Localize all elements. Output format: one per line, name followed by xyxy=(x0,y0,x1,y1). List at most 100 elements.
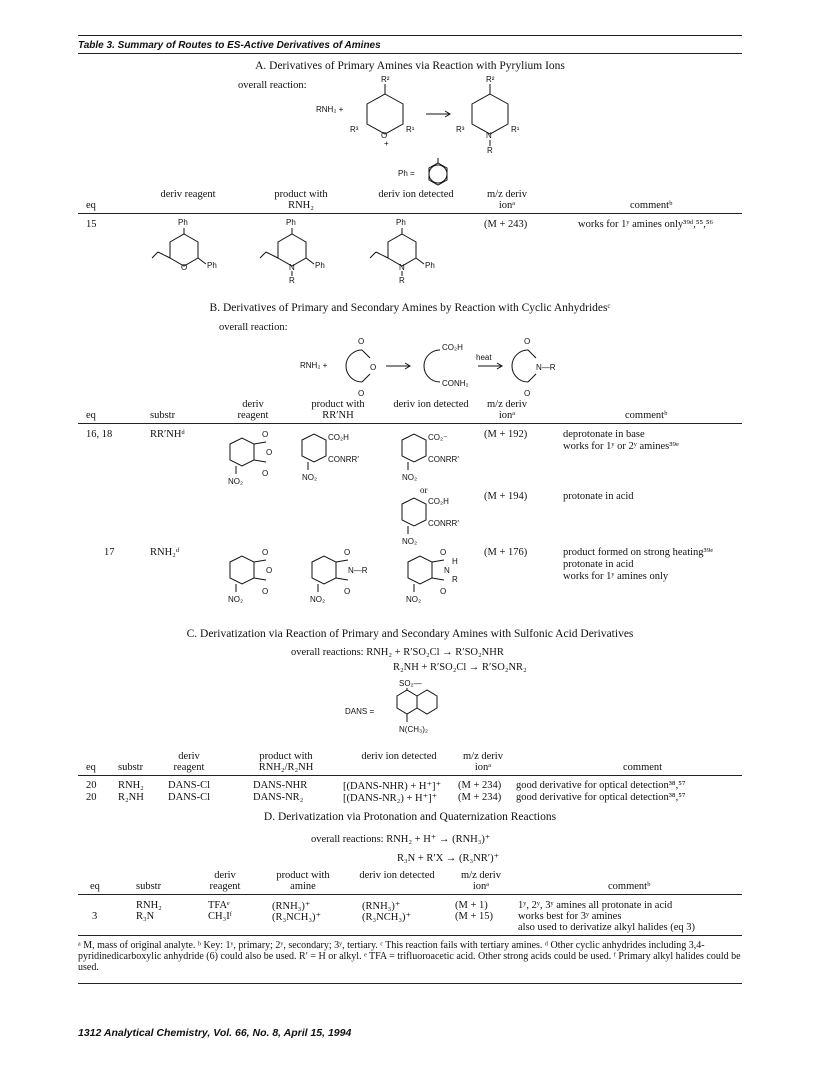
svg-text:RNH₂ +: RNH₂ + xyxy=(316,105,344,114)
caption-rule xyxy=(78,53,742,54)
a-header-mz: m/z deriv ionᵃ xyxy=(487,189,527,211)
svg-text:Ph: Ph xyxy=(396,218,406,227)
svg-text:N: N xyxy=(289,263,295,272)
svg-text:R²: R² xyxy=(381,75,390,84)
svg-text:O: O xyxy=(266,448,272,457)
svg-text:N—R: N—R xyxy=(348,566,368,575)
b-row1-substr: RR′NHᵈ xyxy=(150,429,185,440)
bottom-rule xyxy=(78,983,742,984)
b-header-comment: commentᵇ xyxy=(625,410,668,421)
c-header-comment: comment xyxy=(623,762,663,773)
svg-text:R: R xyxy=(289,276,295,285)
svg-text:+: + xyxy=(384,139,389,148)
b-row1-comment2: works for 1ʸ or 2ʸ amines³⁹ᵉ xyxy=(563,441,679,452)
svg-text:NO₂: NO₂ xyxy=(406,595,421,604)
a-reagent-structure: Ph O Ph xyxy=(150,218,230,279)
svg-text:Ph: Ph xyxy=(315,261,325,270)
d-header-mz: m/z deriv ionᵃ xyxy=(461,870,501,892)
svg-text:R³: R³ xyxy=(456,125,465,134)
a-row-eq: 15 xyxy=(86,219,97,230)
d-header-comment: commentᵇ xyxy=(608,881,651,892)
svg-text:Ph: Ph xyxy=(207,261,217,270)
a-header-rule xyxy=(78,213,742,214)
svg-text:DANS =: DANS = xyxy=(345,707,374,716)
svg-text:O: O xyxy=(358,389,364,398)
d-header-eq: eq xyxy=(90,881,100,892)
d-row1-comment: 1ʸ, 2ʸ, 3ʸ amines all protonate in acid xyxy=(518,900,673,911)
svg-text:H: H xyxy=(452,557,458,566)
b-row2-mz: (M + 176) xyxy=(484,547,528,558)
svg-text:O: O xyxy=(358,337,364,346)
c-row1-product: DANS-NHR xyxy=(253,780,308,791)
c-row2-eq: 20 xyxy=(86,792,97,803)
dans-definition: DANS = SO₂— N(CH₃)₂ xyxy=(345,676,455,753)
b-header-substr: substr xyxy=(150,410,176,421)
d-header-rule xyxy=(78,894,742,895)
section-b-title: B. Derivatives of Primary and Secondary … xyxy=(209,302,611,314)
c-row1-comment: good derivative for optical detection³⁸,… xyxy=(516,780,686,791)
b-row2-eq: 17 xyxy=(104,547,115,558)
c-header-eq: eq xyxy=(86,762,96,773)
b-header-mz: m/z deriv ionᵃ xyxy=(487,399,527,421)
b-header-rule xyxy=(78,423,742,424)
svg-text:Ph: Ph xyxy=(286,218,296,227)
svg-text:N: N xyxy=(486,131,492,140)
svg-text:O: O xyxy=(440,548,446,557)
svg-text:NO₂: NO₂ xyxy=(302,473,317,482)
svg-text:O: O xyxy=(266,566,272,575)
c-row1-eq: 20 xyxy=(86,780,97,791)
svg-text:R: R xyxy=(399,276,405,285)
b-header-ion: deriv ion detected xyxy=(393,399,469,410)
d-row1-ion: (RNH₃)⁺ xyxy=(362,901,401,912)
svg-text:NO₂: NO₂ xyxy=(310,595,325,604)
a-row-comment: works for 1ʸ amines only³⁹ᵈ,⁵⁵,⁵⁶ xyxy=(578,219,714,230)
svg-text:R²: R² xyxy=(486,75,495,84)
section-b-overall-label: overall reaction: xyxy=(219,322,288,333)
svg-text:NO₂: NO₂ xyxy=(402,537,417,546)
svg-text:RNH₂ +: RNH₂ + xyxy=(300,361,328,370)
b-row2-comment2: protonate in acid xyxy=(563,559,634,570)
b-row1-comment1: deprotonate in base xyxy=(563,429,645,440)
b-row1-ion-structure-a: CO₂⁻CONRR′ NO₂ xyxy=(392,428,472,491)
svg-text:O: O xyxy=(381,131,387,140)
b-header-reagent: deriv reagent xyxy=(237,399,269,421)
section-d-title: D. Derivatization via Protonation and Qu… xyxy=(263,811,557,823)
svg-text:Ph: Ph xyxy=(425,261,435,270)
d-row2-ion: (R₃NCH₃)⁺ xyxy=(362,912,412,923)
d-row2-comment2: also used to derivatize alkyl halides (e… xyxy=(518,922,695,933)
svg-text:N: N xyxy=(399,263,405,272)
c-row2-product: DANS-NR₂ xyxy=(253,792,304,803)
section-d-overall1: overall reactions: RNH₂ + H⁺ → (RNH₃)⁺ xyxy=(311,834,491,845)
d-row1-substr: RNH₂ xyxy=(136,900,162,911)
c-row2-comment: good derivative for optical detection³⁸,… xyxy=(516,792,686,803)
svg-text:R: R xyxy=(452,575,458,584)
page-footer: 1312 Analytical Chemistry, Vol. 66, No. … xyxy=(78,1027,352,1039)
section-a-overall-label: overall reaction: xyxy=(238,80,307,91)
c-row1-substr: RNH₂ xyxy=(118,780,144,791)
svg-text:O: O xyxy=(262,548,268,557)
section-d-overall2: R₃N + R′X → (R₃NR′)⁺ xyxy=(397,853,500,864)
c-header-ion: deriv ion detected xyxy=(361,751,437,762)
b-row2-substr: RNH₂ᵈ xyxy=(150,547,180,558)
b-row1-comment3: protonate in acid xyxy=(563,491,634,502)
svg-text:R¹: R¹ xyxy=(511,125,520,134)
b-row2-comment1: product formed on strong heating³⁹ᵉ xyxy=(563,547,714,558)
svg-text:CONH₂: CONH₂ xyxy=(442,379,469,388)
c-header-product: product with RNH₂/R₂NH xyxy=(258,751,314,773)
d-header-product: product with amine xyxy=(276,870,330,892)
svg-text:SO₂—: SO₂— xyxy=(399,679,422,688)
d-row2-mz: (M + 15) xyxy=(455,911,494,922)
c-header-mz: m/z deriv ionᵃ xyxy=(463,751,503,773)
svg-text:O: O xyxy=(370,363,376,372)
svg-text:O: O xyxy=(524,337,530,346)
d-row2-eq: 3 xyxy=(92,911,98,922)
table-caption: Table 3. Summary of Routes to ES-Active … xyxy=(78,40,381,51)
